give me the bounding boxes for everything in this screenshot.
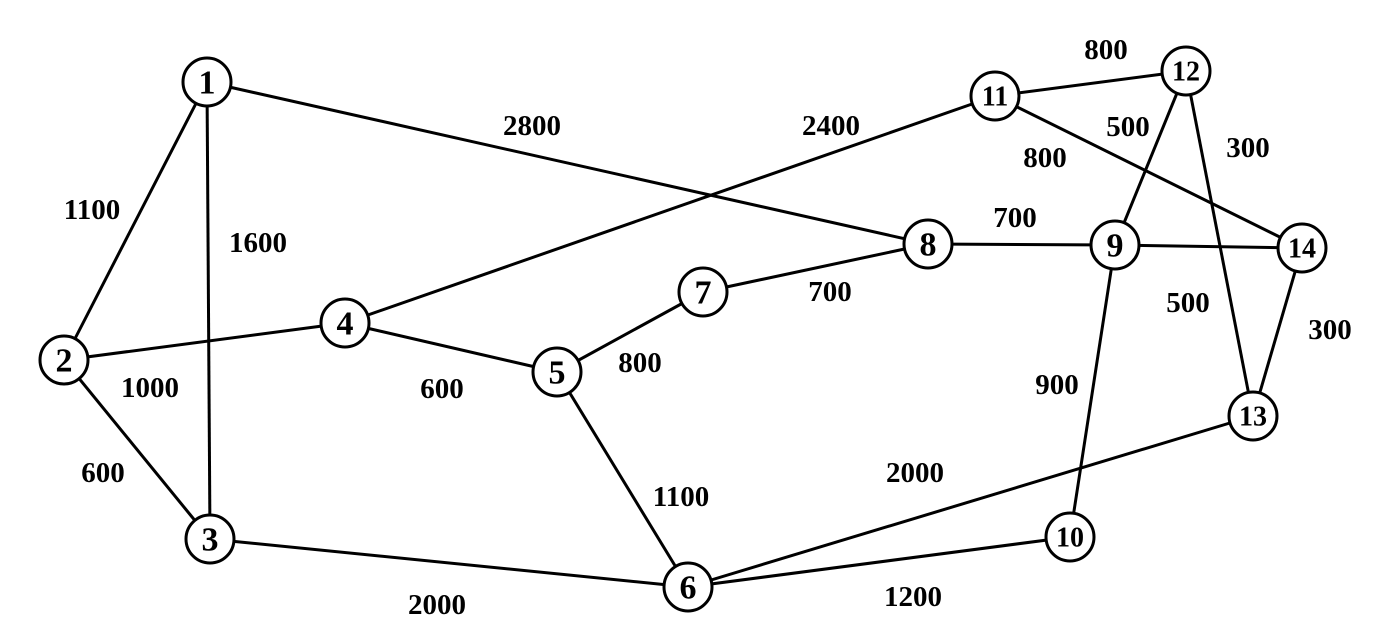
node-label-4: 4 bbox=[337, 306, 354, 343]
edge-weight-9-10: 900 bbox=[1035, 369, 1079, 401]
node-6: 6 bbox=[662, 561, 714, 613]
edge-9-12 bbox=[1113, 70, 1188, 246]
node-label-11: 11 bbox=[982, 82, 1008, 113]
edge-weight-4-11: 2400 bbox=[802, 110, 860, 142]
edge-3-6 bbox=[209, 537, 689, 589]
edge-1-3 bbox=[205, 81, 212, 540]
node-label-9: 9 bbox=[1107, 228, 1124, 265]
node-10: 10 bbox=[1044, 511, 1096, 563]
node-label-3: 3 bbox=[202, 522, 219, 559]
edge-4-11 bbox=[344, 94, 996, 325]
node-5: 5 bbox=[531, 346, 583, 398]
edge-2-3 bbox=[62, 359, 212, 540]
node-circle-10 bbox=[1044, 511, 1096, 563]
edge-weight-1-2: 1100 bbox=[64, 194, 120, 226]
node-label-2: 2 bbox=[56, 343, 73, 380]
node-label-7: 7 bbox=[695, 275, 712, 312]
edge-4-5 bbox=[344, 321, 558, 374]
edge-1-2 bbox=[62, 81, 209, 361]
edge-6-13 bbox=[687, 414, 1254, 589]
edge-weight-7-8: 700 bbox=[808, 276, 852, 308]
edge-11-12 bbox=[994, 69, 1187, 98]
edge-weight-2-3: 600 bbox=[81, 457, 125, 489]
node-circle-3 bbox=[184, 513, 236, 565]
node-circle-5 bbox=[531, 346, 583, 398]
node-13: 13 bbox=[1227, 390, 1279, 442]
node-9: 9 bbox=[1089, 219, 1141, 271]
node-circle-4 bbox=[319, 297, 371, 349]
edge-weight-2-4: 1000 bbox=[121, 372, 179, 404]
edge-5-7 bbox=[556, 290, 704, 374]
edge-weight-1-3: 1600 bbox=[229, 227, 287, 259]
node-3: 3 bbox=[184, 513, 236, 565]
edge-weights-layer: 1100 1600 2800 600 1000 2000 600 2400 800 1100 700… bbox=[64, 34, 1352, 621]
edge-12-13 bbox=[1184, 70, 1255, 417]
node-1: 1 bbox=[181, 56, 233, 108]
edge-1-8 bbox=[206, 80, 929, 246]
edge-9-14 bbox=[1114, 243, 1303, 250]
edge-weight-12-13: 300 bbox=[1226, 132, 1270, 164]
node-circle-14 bbox=[1276, 222, 1328, 274]
edge-weight-9-12: 500 bbox=[1106, 111, 1150, 143]
edge-7-8 bbox=[702, 242, 929, 294]
node-12: 12 bbox=[1160, 45, 1212, 97]
edges-layer bbox=[62, 69, 1304, 589]
edge-8-9 bbox=[927, 242, 1116, 247]
node-label-13: 13 bbox=[1239, 402, 1267, 433]
node-label-10: 10 bbox=[1056, 523, 1084, 554]
edge-weight-6-10: 1200 bbox=[884, 581, 942, 613]
edge-weight-5-6: 1100 bbox=[653, 481, 709, 513]
edge-5-6 bbox=[555, 371, 690, 588]
edge-2-4 bbox=[63, 321, 346, 362]
edge-weight-13-14: 300 bbox=[1308, 314, 1352, 346]
node-label-1: 1 bbox=[199, 65, 216, 102]
edge-weight-8-9: 700 bbox=[993, 202, 1037, 234]
node-circle-2 bbox=[38, 334, 90, 386]
node-label-12: 12 bbox=[1172, 57, 1200, 88]
node-circle-11 bbox=[969, 70, 1021, 122]
node-4: 4 bbox=[319, 297, 371, 349]
node-circle-12 bbox=[1160, 45, 1212, 97]
edge-weight-1-8: 2800 bbox=[503, 110, 561, 142]
edge-weight-3-6: 2000 bbox=[408, 589, 466, 621]
node-2: 2 bbox=[38, 334, 90, 386]
node-label-14: 14 bbox=[1288, 234, 1316, 265]
node-label-6: 6 bbox=[680, 570, 697, 607]
edge-6-10 bbox=[687, 535, 1071, 589]
node-label-8: 8 bbox=[920, 227, 937, 264]
edge-11-14 bbox=[994, 94, 1303, 250]
node-circle-13 bbox=[1227, 390, 1279, 442]
edge-weight-6-13: 2000 bbox=[886, 457, 944, 489]
node-circle-6 bbox=[662, 561, 714, 613]
edge-weight-5-7: 800 bbox=[618, 347, 662, 379]
node-circle-8 bbox=[902, 218, 954, 270]
edge-weight-12-13: 500 bbox=[1166, 287, 1210, 319]
edge-weight-4-5: 600 bbox=[420, 373, 464, 405]
node-8: 8 bbox=[902, 218, 954, 270]
edge-weight-11-12: 800 bbox=[1084, 34, 1128, 66]
node-circle-1 bbox=[181, 56, 233, 108]
node-circle-9 bbox=[1089, 219, 1141, 271]
edge-13-14 bbox=[1251, 247, 1304, 417]
node-14: 14 bbox=[1276, 222, 1328, 274]
node-7: 7 bbox=[677, 266, 729, 318]
node-11: 11 bbox=[969, 70, 1021, 122]
node-circle-7 bbox=[677, 266, 729, 318]
edge-9-10 bbox=[1068, 244, 1117, 538]
edge-weight-11-14: 800 bbox=[1023, 142, 1067, 174]
node-label-5: 5 bbox=[549, 355, 566, 392]
